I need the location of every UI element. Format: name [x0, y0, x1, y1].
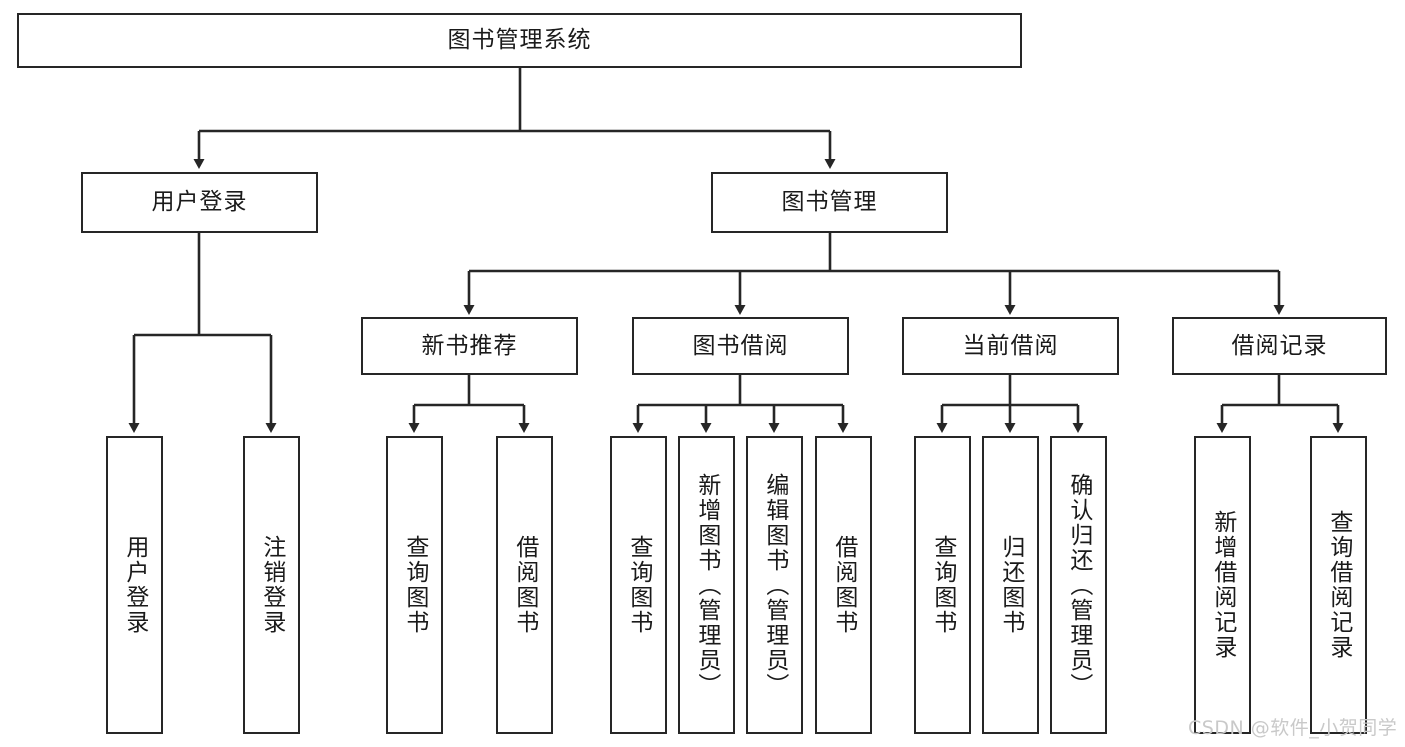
node-book-manage-label: 图书管理 [781, 189, 878, 216]
node-new-book-recommend-label: 新书推荐 [421, 332, 518, 359]
csdn-watermark: CSDN @软件_小贺同学 [1188, 717, 1398, 739]
node-leaf-user-logout[interactable]: 注销登录 [243, 436, 300, 734]
node-leaf-query-book-2[interactable]: 查询图书 [610, 436, 667, 734]
node-leaf-edit-book-label: 编辑图书（管理员） [761, 472, 788, 698]
node-leaf-user-login[interactable]: 用户登录 [106, 436, 163, 734]
node-leaf-query-book-3[interactable]: 查询图书 [914, 436, 971, 734]
node-leaf-borrow-book-1[interactable]: 借阅图书 [496, 436, 553, 734]
node-leaf-add-book[interactable]: 新增图书（管理员） [678, 436, 735, 734]
node-leaf-borrow-book-1-label: 借阅图书 [511, 535, 538, 635]
node-leaf-query-record[interactable]: 查询借阅记录 [1310, 436, 1367, 734]
node-user-login-label: 用户登录 [151, 189, 248, 216]
node-leaf-add-book-label: 新增图书（管理员） [693, 472, 720, 698]
node-leaf-query-record-label: 查询借阅记录 [1325, 510, 1352, 660]
node-root[interactable]: 图书管理系统 [17, 13, 1022, 68]
node-leaf-query-book-2-label: 查询图书 [625, 535, 652, 635]
node-current-borrow[interactable]: 当前借阅 [902, 317, 1119, 375]
node-leaf-add-record-label: 新增借阅记录 [1209, 510, 1236, 660]
node-leaf-user-login-label: 用户登录 [121, 535, 148, 635]
node-book-manage[interactable]: 图书管理 [711, 172, 948, 233]
node-leaf-edit-book[interactable]: 编辑图书（管理员） [746, 436, 803, 734]
node-new-book-recommend[interactable]: 新书推荐 [361, 317, 578, 375]
node-leaf-return-book-label: 归还图书 [997, 535, 1024, 635]
node-current-borrow-label: 当前借阅 [962, 332, 1059, 359]
node-user-login[interactable]: 用户登录 [81, 172, 318, 233]
node-leaf-query-book-1-label: 查询图书 [401, 535, 428, 635]
node-book-borrow-label: 图书借阅 [692, 332, 789, 359]
node-leaf-query-book-1[interactable]: 查询图书 [386, 436, 443, 734]
node-leaf-add-record[interactable]: 新增借阅记录 [1194, 436, 1251, 734]
node-leaf-confirm-return[interactable]: 确认归还（管理员） [1050, 436, 1107, 734]
node-leaf-query-book-3-label: 查询图书 [929, 535, 956, 635]
node-borrow-record-label: 借阅记录 [1231, 332, 1328, 359]
node-leaf-borrow-book-2[interactable]: 借阅图书 [815, 436, 872, 734]
node-book-borrow[interactable]: 图书借阅 [632, 317, 849, 375]
node-leaf-return-book[interactable]: 归还图书 [982, 436, 1039, 734]
node-leaf-confirm-return-label: 确认归还（管理员） [1065, 472, 1092, 698]
node-borrow-record[interactable]: 借阅记录 [1172, 317, 1387, 375]
node-leaf-user-logout-label: 注销登录 [258, 535, 285, 635]
node-root-label: 图书管理系统 [447, 27, 592, 54]
node-leaf-borrow-book-2-label: 借阅图书 [830, 535, 857, 635]
